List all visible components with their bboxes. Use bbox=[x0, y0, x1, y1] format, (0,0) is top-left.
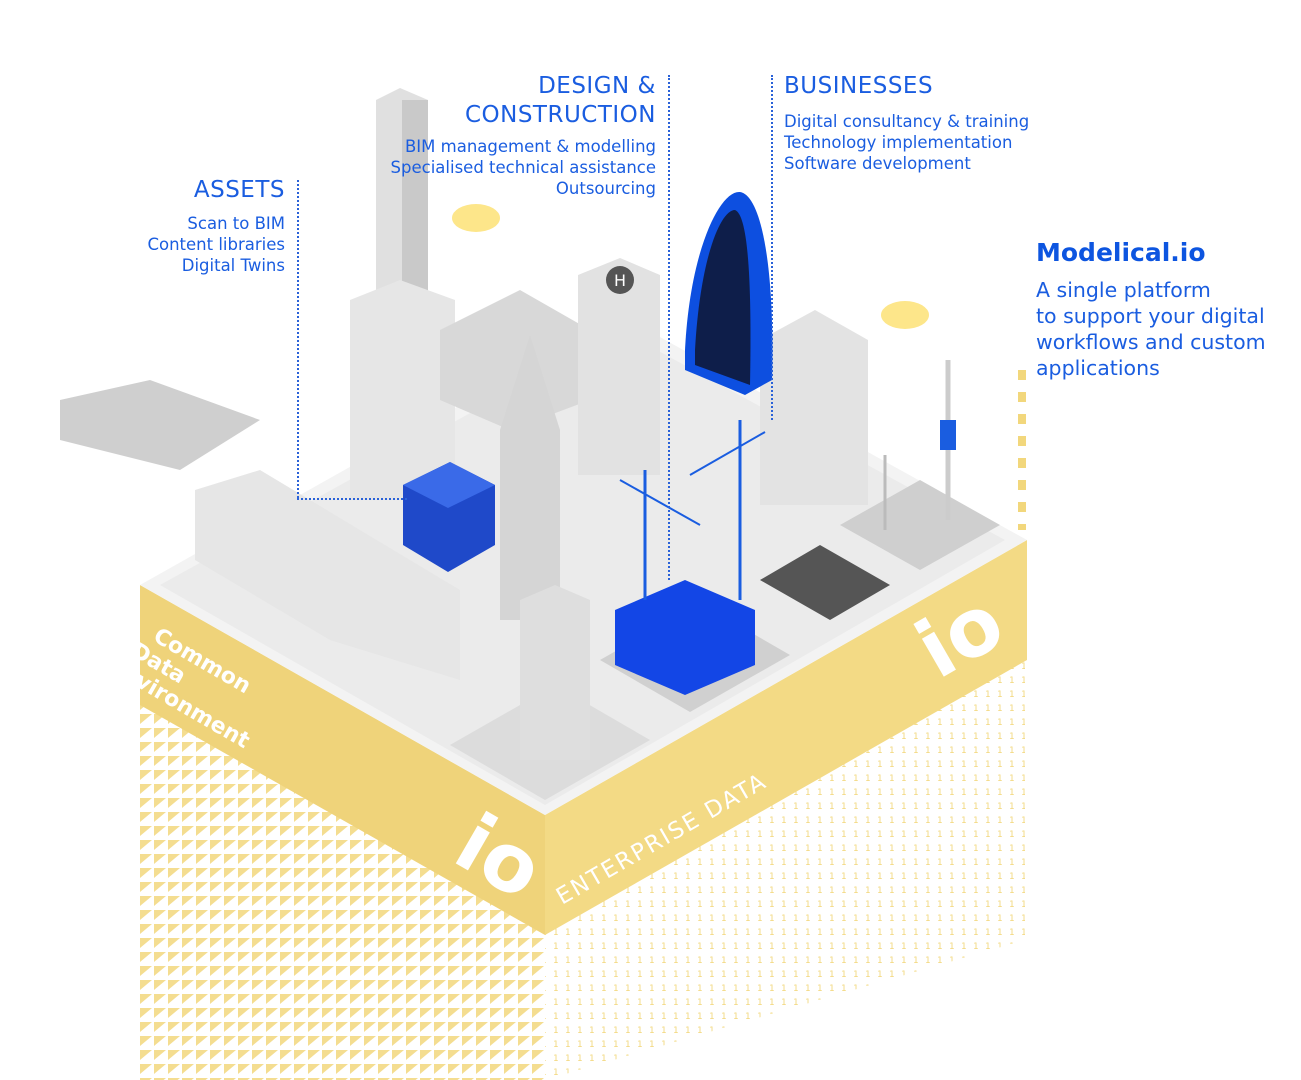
businesses-title: BUSINESSES bbox=[784, 73, 934, 99]
brand-section: Modelical.io A single platform to suppor… bbox=[1036, 238, 1266, 381]
design-item: Outsourcing bbox=[555, 179, 656, 198]
brand-tagline: workflows and custom bbox=[1036, 330, 1266, 354]
businesses-section: BUSINESSES Digital consultancy & trainin… bbox=[784, 72, 1029, 174]
design-title: DESIGN & bbox=[538, 73, 656, 99]
blue-construction-site bbox=[615, 580, 755, 695]
assets-item: Scan to BIM bbox=[187, 214, 285, 233]
businesses-leader-line bbox=[771, 75, 773, 420]
businesses-item: Digital consultancy & training bbox=[784, 112, 1030, 131]
helipad-label: H bbox=[614, 271, 626, 290]
design-item: Specialised technical assistance bbox=[390, 158, 656, 177]
assets-item: Content libraries bbox=[147, 235, 285, 254]
design-item: BIM management & modelling bbox=[404, 137, 656, 156]
spire-tower bbox=[500, 335, 560, 620]
businesses-item: Software development bbox=[784, 154, 971, 173]
helipad bbox=[606, 266, 634, 294]
businesses-item: Technology implementation bbox=[784, 133, 1013, 152]
assets-title: ASSETS bbox=[193, 177, 285, 203]
assets-leader-line-h bbox=[297, 498, 407, 500]
triangle-pattern bbox=[140, 690, 545, 1080]
assets-section: ASSETS Scan to BIM Content libraries Dig… bbox=[147, 176, 285, 276]
design-title: CONSTRUCTION bbox=[464, 102, 656, 128]
brand-tagline: applications bbox=[1036, 356, 1160, 380]
design-leader-line bbox=[668, 75, 670, 580]
assets-item: Digital Twins bbox=[181, 256, 285, 275]
brand-tagline: to support your digital bbox=[1036, 304, 1265, 328]
cloud-icon bbox=[881, 301, 929, 329]
cloud-icon bbox=[452, 204, 500, 232]
cube-right-face bbox=[545, 540, 1027, 935]
cube-left-face bbox=[140, 585, 545, 935]
design-construction-section: DESIGN & CONSTRUCTION BIM management & m… bbox=[391, 72, 656, 199]
brand-name: Modelical.io bbox=[1036, 238, 1206, 267]
brand-tagline: A single platform bbox=[1036, 278, 1211, 302]
binary-pattern bbox=[545, 660, 1025, 1080]
assets-leader-line bbox=[297, 180, 299, 498]
